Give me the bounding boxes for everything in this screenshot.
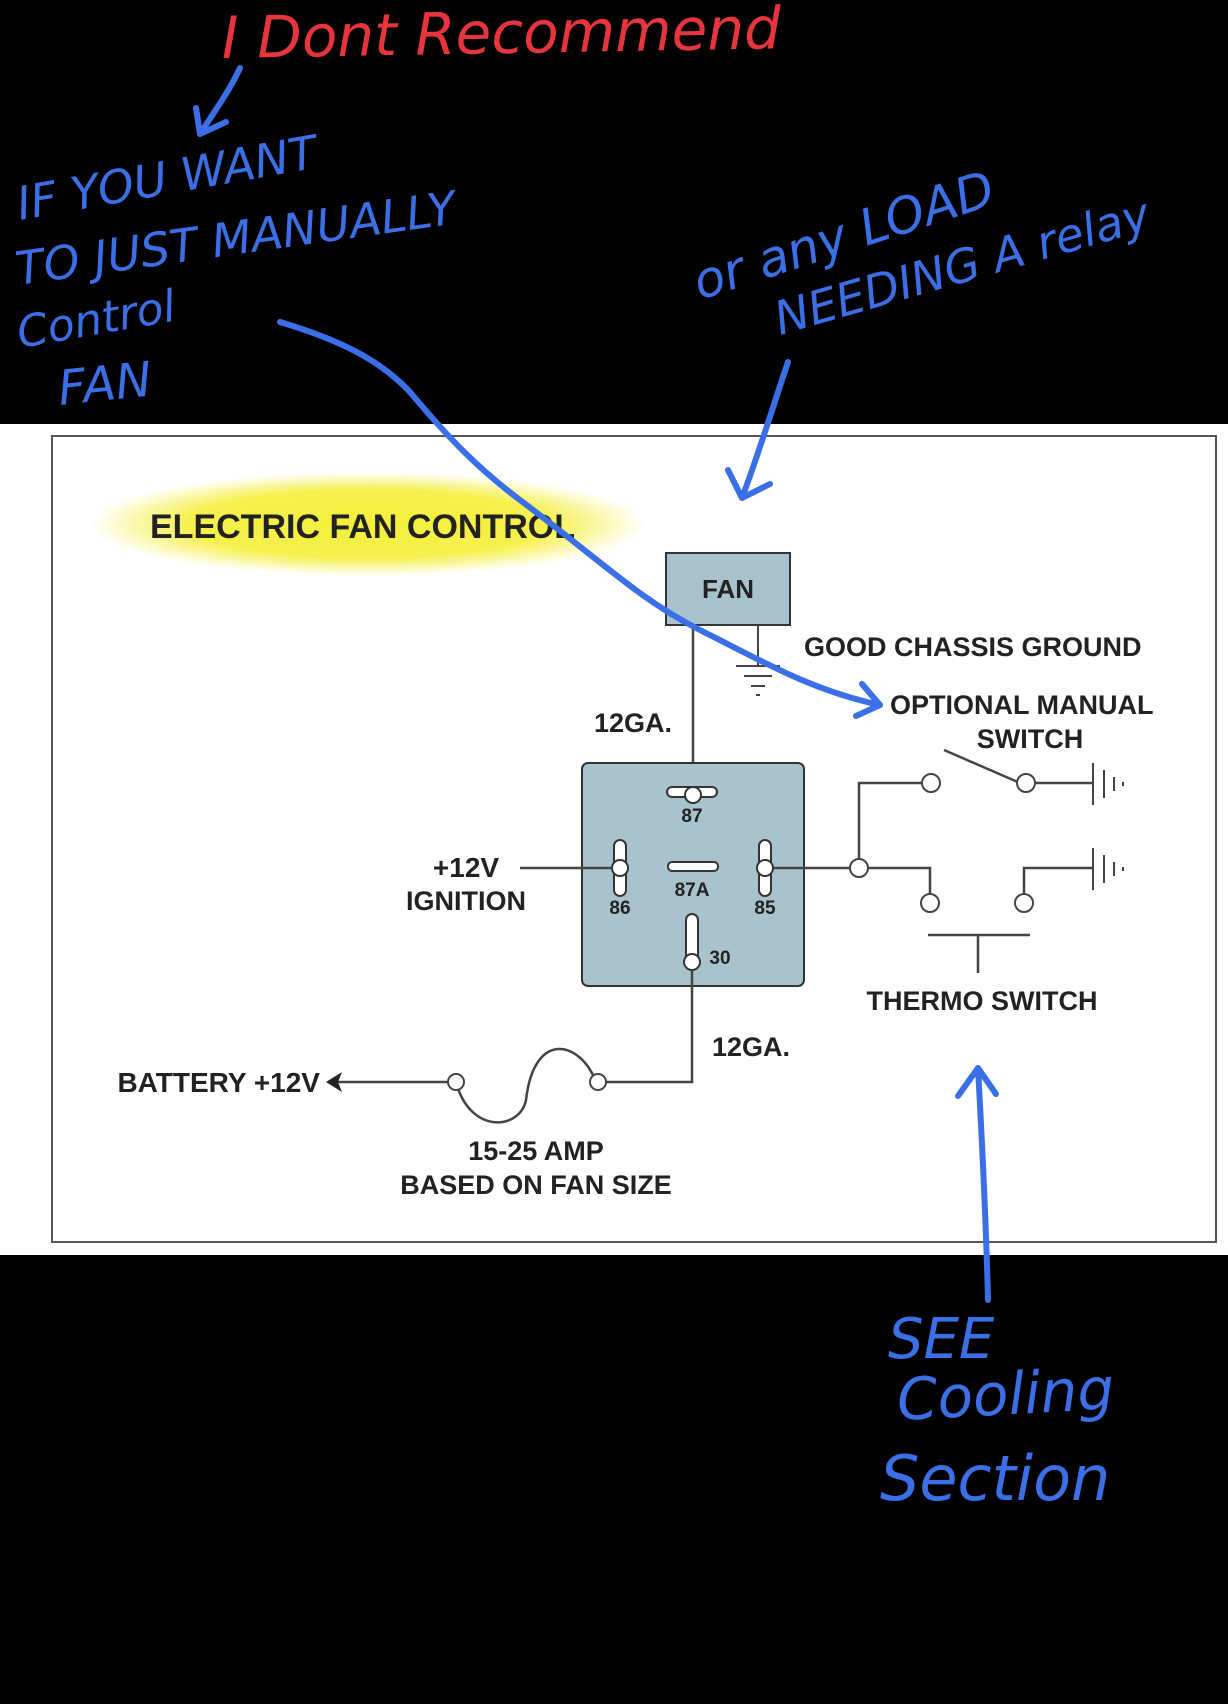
pin-85-icon — [756, 839, 774, 897]
annotation-cooling-line-3: Section — [880, 1442, 1110, 1515]
optional-switch-label-2: SWITCH — [977, 724, 1083, 754]
pin-87a-label: 87A — [675, 880, 710, 901]
pin-30-icon — [683, 913, 701, 971]
arrow-to-manual-switch-icon — [277, 319, 883, 719]
fan-label: FAN — [702, 574, 754, 604]
annotation-cooling-line-1: SEE — [888, 1307, 995, 1372]
gauge-bottom-label: 12GA. — [712, 1032, 790, 1062]
fuse-terminal-right — [589, 1073, 607, 1091]
annotation-not-recommend: I Dont Recommend — [221, 0, 783, 72]
wire-switch-network — [773, 748, 1092, 973]
arrow-down-icon — [193, 65, 243, 137]
wire-relay-fuse — [604, 970, 694, 1084]
title-highlight — [90, 472, 646, 576]
pin-87a-icon — [667, 861, 719, 872]
battery-arrow-icon — [326, 1072, 342, 1092]
fuse-terminal-left — [447, 1073, 465, 1091]
arrow-to-thermo-switch-icon — [955, 1065, 999, 1303]
optional-switch-label-1: OPTIONAL MANUAL — [890, 690, 1154, 720]
ignition-label-2: IGNITION — [406, 886, 526, 916]
battery-label: BATTERY +12V — [117, 1067, 320, 1098]
pin-87-label: 87 — [681, 806, 702, 827]
pin-85-label: 85 — [754, 898, 776, 919]
annotation-manual-control: IF YOU WANT TO JUST MANUALLY Control FAN — [12, 124, 463, 417]
fan-box — [665, 552, 791, 626]
annotation-any-load: or any LOAD NEEDING A relay — [686, 159, 1157, 345]
thermo-switch-label: THERMO SWITCH — [867, 986, 1098, 1016]
annotation-see-cooling: SEE Cooling Section — [880, 1307, 1116, 1515]
switch-terminals — [849, 773, 1036, 913]
pin-86-icon — [611, 839, 629, 897]
fuse-label-1: 15-25 AMP — [468, 1136, 604, 1166]
annotation-cooling-line-2: Cooling — [895, 1355, 1116, 1434]
annotation-manual-line-4: FAN — [55, 351, 154, 416]
gauge-top-label: 12GA. — [594, 708, 672, 738]
arrow-to-fan-icon — [725, 359, 791, 501]
ignition-label-1: +12V — [433, 852, 499, 883]
ground-symbol-icon — [1092, 763, 1124, 890]
diagram-title: ELECTRIC FAN CONTROL — [150, 508, 575, 546]
ground-icon — [736, 625, 780, 696]
fuse-label-2: BASED ON FAN SIZE — [400, 1170, 672, 1200]
fuse-icon — [454, 1047, 598, 1124]
ground-label: GOOD CHASSIS GROUND — [804, 632, 1142, 662]
pin-86-label: 86 — [609, 898, 630, 919]
pin-87-icon — [666, 786, 718, 804]
pin-30-label: 30 — [709, 948, 730, 969]
